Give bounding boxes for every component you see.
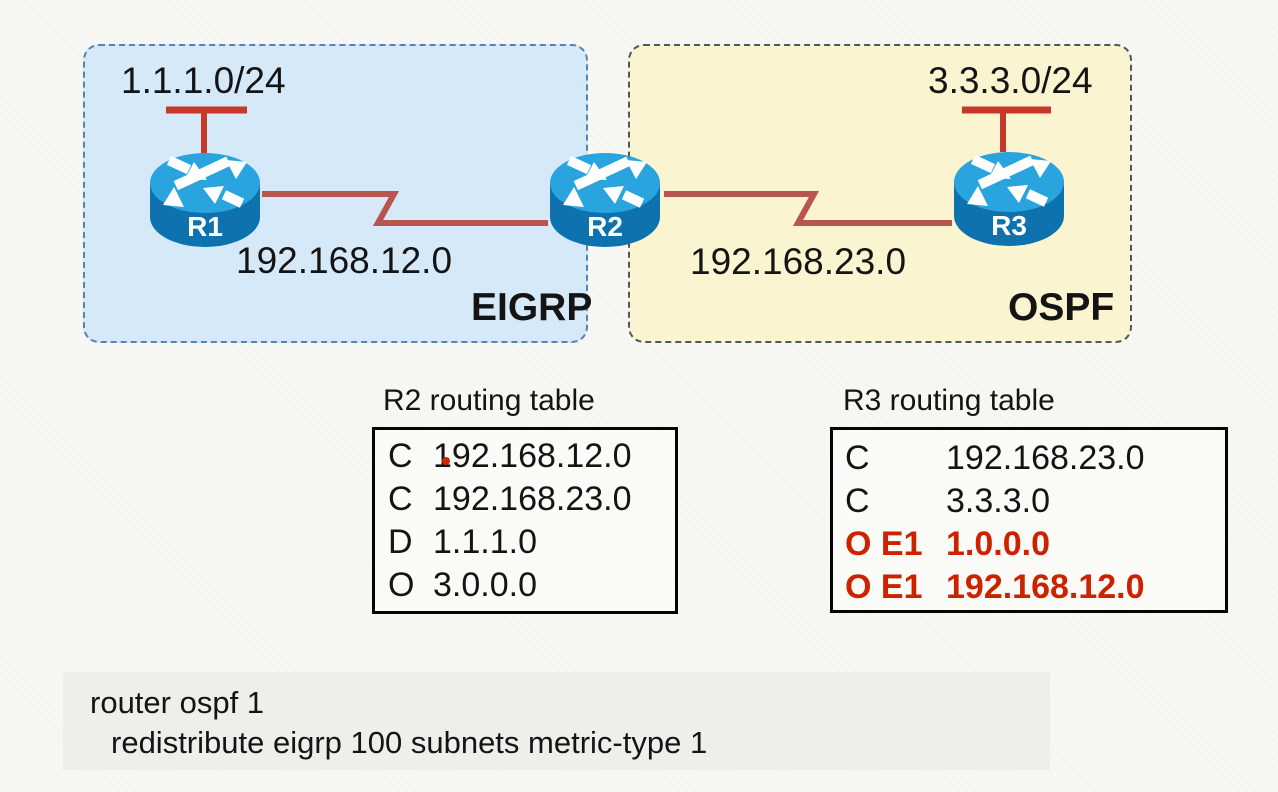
route-prefix: 192.168.12.0: [946, 568, 1145, 606]
route-prefix: 1.0.0.0: [946, 525, 1050, 563]
r3-routing-table: C 192.168.23.0 C 3.3.3.0 O E1 1.0.0.0 O …: [830, 427, 1228, 613]
route-row: C 192.168.23.0: [388, 478, 675, 521]
route-prefix: 192.168.23.0: [946, 439, 1145, 477]
route-prefix: 3.3.3.0: [946, 482, 1050, 520]
route-row: C 3.3.3.0: [845, 480, 1225, 523]
pointer-dot: [442, 457, 450, 465]
config-line: router ospf 1: [90, 685, 265, 720]
eigrp-zone-label: EIGRP: [471, 286, 593, 329]
route-prefix: 3.0.0.0: [433, 566, 537, 604]
route-row: C 192.168.23.0: [845, 437, 1225, 480]
route-code: O: [388, 566, 415, 604]
serial-link-r2-r3: [664, 191, 952, 226]
router-icon: [550, 153, 660, 247]
route-code: C: [388, 480, 413, 518]
link-subnet-label-r2-r3: 192.168.23.0: [690, 241, 907, 282]
router-label: R1: [187, 211, 223, 242]
serial-link-r1-r2: [262, 191, 548, 226]
route-code: D: [388, 523, 413, 561]
router-label: R3: [991, 210, 1027, 241]
router-label: R2: [587, 211, 623, 242]
router-r3: R3: [947, 146, 1071, 252]
router-r1: R1: [143, 147, 267, 253]
lan-subnet-label-r1: 1.1.1.0/24: [121, 60, 286, 101]
route-code: O E1: [845, 525, 923, 563]
route-code: C: [845, 482, 870, 520]
r3-routing-table-title: R3 routing table: [843, 384, 1055, 417]
link-subnet-label-r1-r2: 192.168.12.0: [236, 240, 453, 281]
config-line: redistribute eigrp 100 subnets metric-ty…: [111, 725, 708, 760]
router-icon: [150, 153, 260, 247]
route-row: C 192.168.12.0: [388, 435, 675, 478]
route-prefix: 192.168.12.0: [433, 437, 632, 475]
route-prefix: 192.168.23.0: [433, 480, 632, 518]
ospf-zone-label: OSPF: [1008, 286, 1115, 329]
r2-routing-table: C 192.168.12.0 C 192.168.23.0 D 1.1.1.0 …: [372, 427, 678, 614]
r2-routing-table-title: R2 routing table: [383, 384, 595, 417]
route-row: O 3.0.0.0: [388, 564, 675, 607]
route-code: C: [845, 439, 870, 477]
route-code: C: [388, 437, 413, 475]
route-code: O E1: [845, 568, 923, 606]
route-row: O E1 192.168.12.0: [845, 566, 1225, 609]
lan-subnet-label-r3: 3.3.3.0/24: [928, 60, 1093, 101]
router-icon: [954, 152, 1064, 246]
route-prefix: 1.1.1.0: [433, 523, 537, 561]
route-row: O E1 1.0.0.0: [845, 523, 1225, 566]
ospf-config-box: router ospf 1 redistribute eigrp 100 sub…: [63, 672, 1050, 770]
route-row: D 1.1.1.0: [388, 521, 675, 564]
router-r2: R2: [543, 147, 667, 253]
